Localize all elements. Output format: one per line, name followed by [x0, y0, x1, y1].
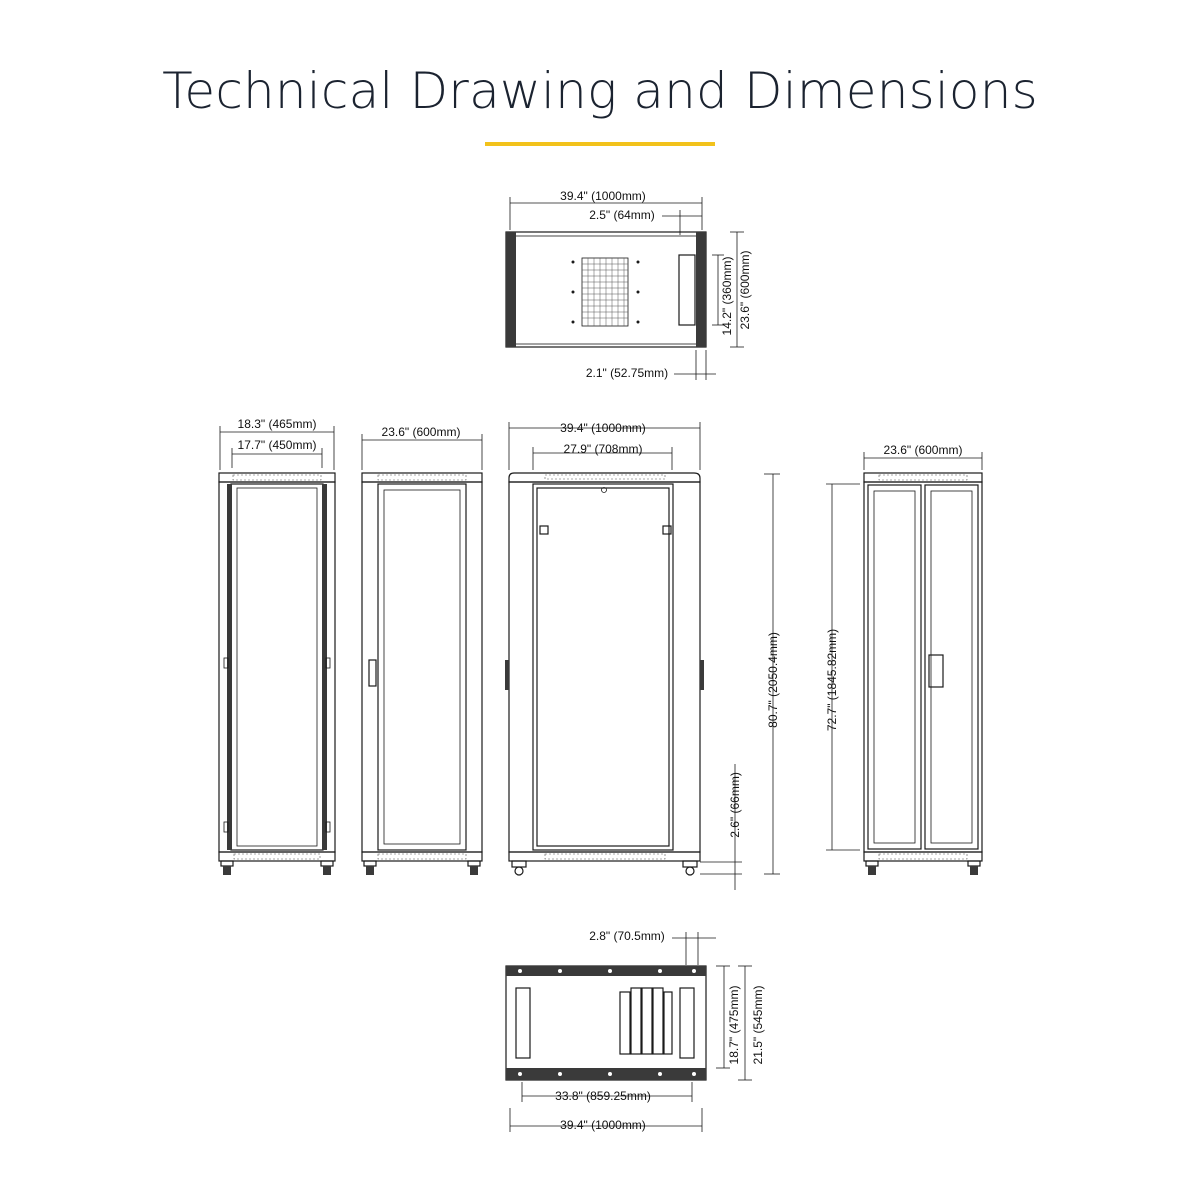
side-view-outer-width-label: 18.3" (465mm) [238, 417, 317, 431]
top-view-width-label: 39.4" (1000mm) [560, 189, 646, 203]
rear-view: 23.6" (600mm) 72.7" (1845.82mm) [825, 443, 983, 875]
bottom-view: 2.8" (70.5mm) 18.7" (475mm) 21.5" (545mm… [505, 929, 765, 1132]
front-view-width-label: 23.6" (600mm) [382, 425, 461, 439]
bottom-view-width-label: 39.4" (1000mm) [560, 1118, 646, 1132]
side-door-view: 39.4" (1000mm) 27.9" (708mm) 80.7" (2050… [505, 421, 780, 890]
bottom-view-depth-inner-label: 18.7" (475mm) [727, 986, 741, 1065]
rear-view-door-height-label: 72.7" (1845.82mm) [825, 629, 839, 731]
side-door-height-label: 80.7" (2050.4mm) [766, 632, 780, 728]
front-view: 23.6" (600mm) [361, 425, 483, 875]
rear-view-width-label: 23.6" (600mm) [884, 443, 963, 457]
side-view-inner-width-label: 17.7" (450mm) [238, 438, 317, 452]
bottom-view-offset-label: 2.8" (70.5mm) [589, 929, 665, 943]
top-view-depth-inner-label: 14.2" (360mm) [720, 257, 734, 336]
title-accent-bar [485, 142, 715, 146]
top-view: 39.4" (1000mm) 2.5" (64mm) [505, 189, 752, 380]
side-door-width-label: 39.4" (1000mm) [560, 421, 646, 435]
top-view-depth-outer-label: 23.6" (600mm) [738, 251, 752, 330]
page-title: Technical Drawing and Dimensions [162, 62, 1038, 120]
top-view-offset-label: 2.5" (64mm) [589, 208, 655, 222]
top-view-bottom-offset-label: 2.1" (52.75mm) [586, 366, 668, 380]
side-view: 18.3" (465mm) 17.7" (450mm) [218, 417, 336, 875]
top-vent-grid [582, 258, 628, 326]
side-door-door-width-label: 27.9" (708mm) [564, 442, 643, 456]
bottom-view-inner-width-label: 33.8" (859.25mm) [555, 1089, 651, 1103]
bottom-view-depth-outer-label: 21.5" (545mm) [751, 986, 765, 1065]
side-door-caster-height-label: 2.6" (66mm) [728, 772, 742, 838]
